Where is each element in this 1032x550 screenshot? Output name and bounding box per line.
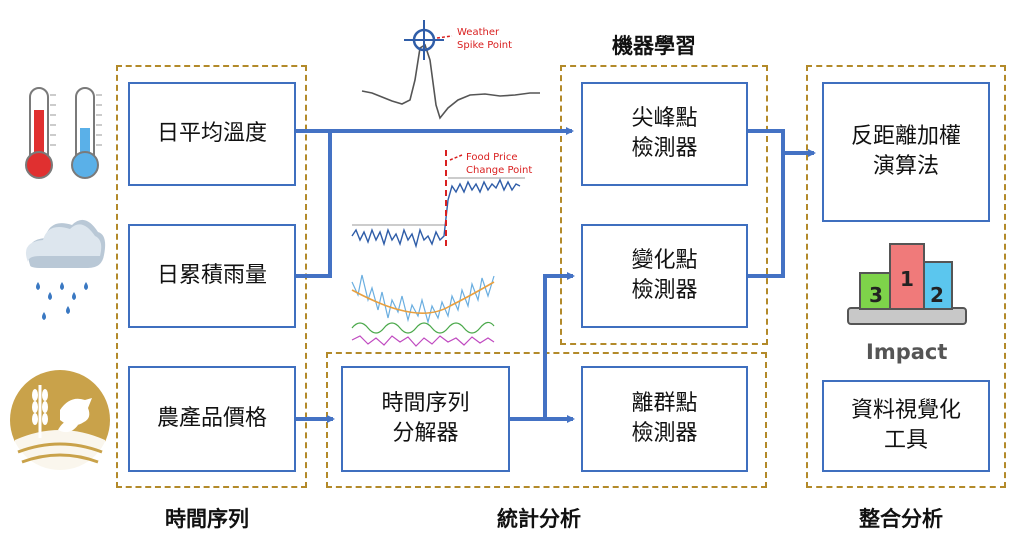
node-avg-temperature[interactable]: 日平均溫度	[128, 82, 296, 186]
weather-spike-plot	[361, 20, 540, 120]
food-change-line1: Food Price	[466, 152, 518, 163]
weather-spike-line1: Weather	[457, 27, 500, 38]
node-ts-decomposer[interactable]: 時間序列 分解器	[341, 366, 510, 472]
node-visualization-tool[interactable]: 資料視覺化 工具	[822, 380, 990, 472]
label-statistics: 統計分析	[497, 507, 581, 531]
label-time-series: 時間序列	[165, 507, 249, 531]
weather-spike-line2: Spike Point	[457, 40, 512, 51]
node-cumulative-rainfall[interactable]: 日累積雨量	[128, 224, 296, 328]
food-change-annotation: Food Price Change Point	[466, 152, 532, 176]
podium-rank-3: 3	[869, 283, 883, 307]
node-crop-price[interactable]: 農產品價格	[128, 366, 296, 472]
podium-rank-1: 1	[900, 267, 914, 291]
rain-cloud-icon	[25, 219, 106, 320]
node-idw-algorithm[interactable]: 反距離加權 演算法	[822, 82, 990, 222]
edge-rain-to-main	[296, 131, 332, 278]
edge-change-to-idw	[748, 153, 785, 278]
impact-label: Impact	[866, 340, 948, 364]
decomposition-plot	[351, 274, 495, 347]
label-machine-learning: 機器學習	[612, 34, 696, 58]
agriculture-icon	[10, 370, 110, 470]
label-integration: 整合分析	[859, 507, 943, 531]
thermometer-icon	[25, 87, 102, 179]
group-integration	[806, 65, 1006, 488]
node-spike-detector[interactable]: 尖峰點 檢測器	[581, 82, 748, 186]
node-change-detector[interactable]: 變化點 檢測器	[581, 224, 748, 328]
edge-spike-to-idw	[748, 129, 816, 157]
food-change-line2: Change Point	[466, 165, 532, 176]
podium-icon: 3 1 2	[847, 243, 967, 325]
group-machine-learning	[560, 65, 768, 345]
edge-decomposer-to-change	[543, 272, 575, 419]
node-outlier-detector[interactable]: 離群點 檢測器	[581, 366, 748, 472]
food-price-change-plot	[351, 150, 525, 250]
podium-rank-2: 2	[930, 283, 944, 307]
edges	[296, 127, 816, 423]
weather-spike-annotation: Weather Spike Point	[457, 27, 512, 51]
